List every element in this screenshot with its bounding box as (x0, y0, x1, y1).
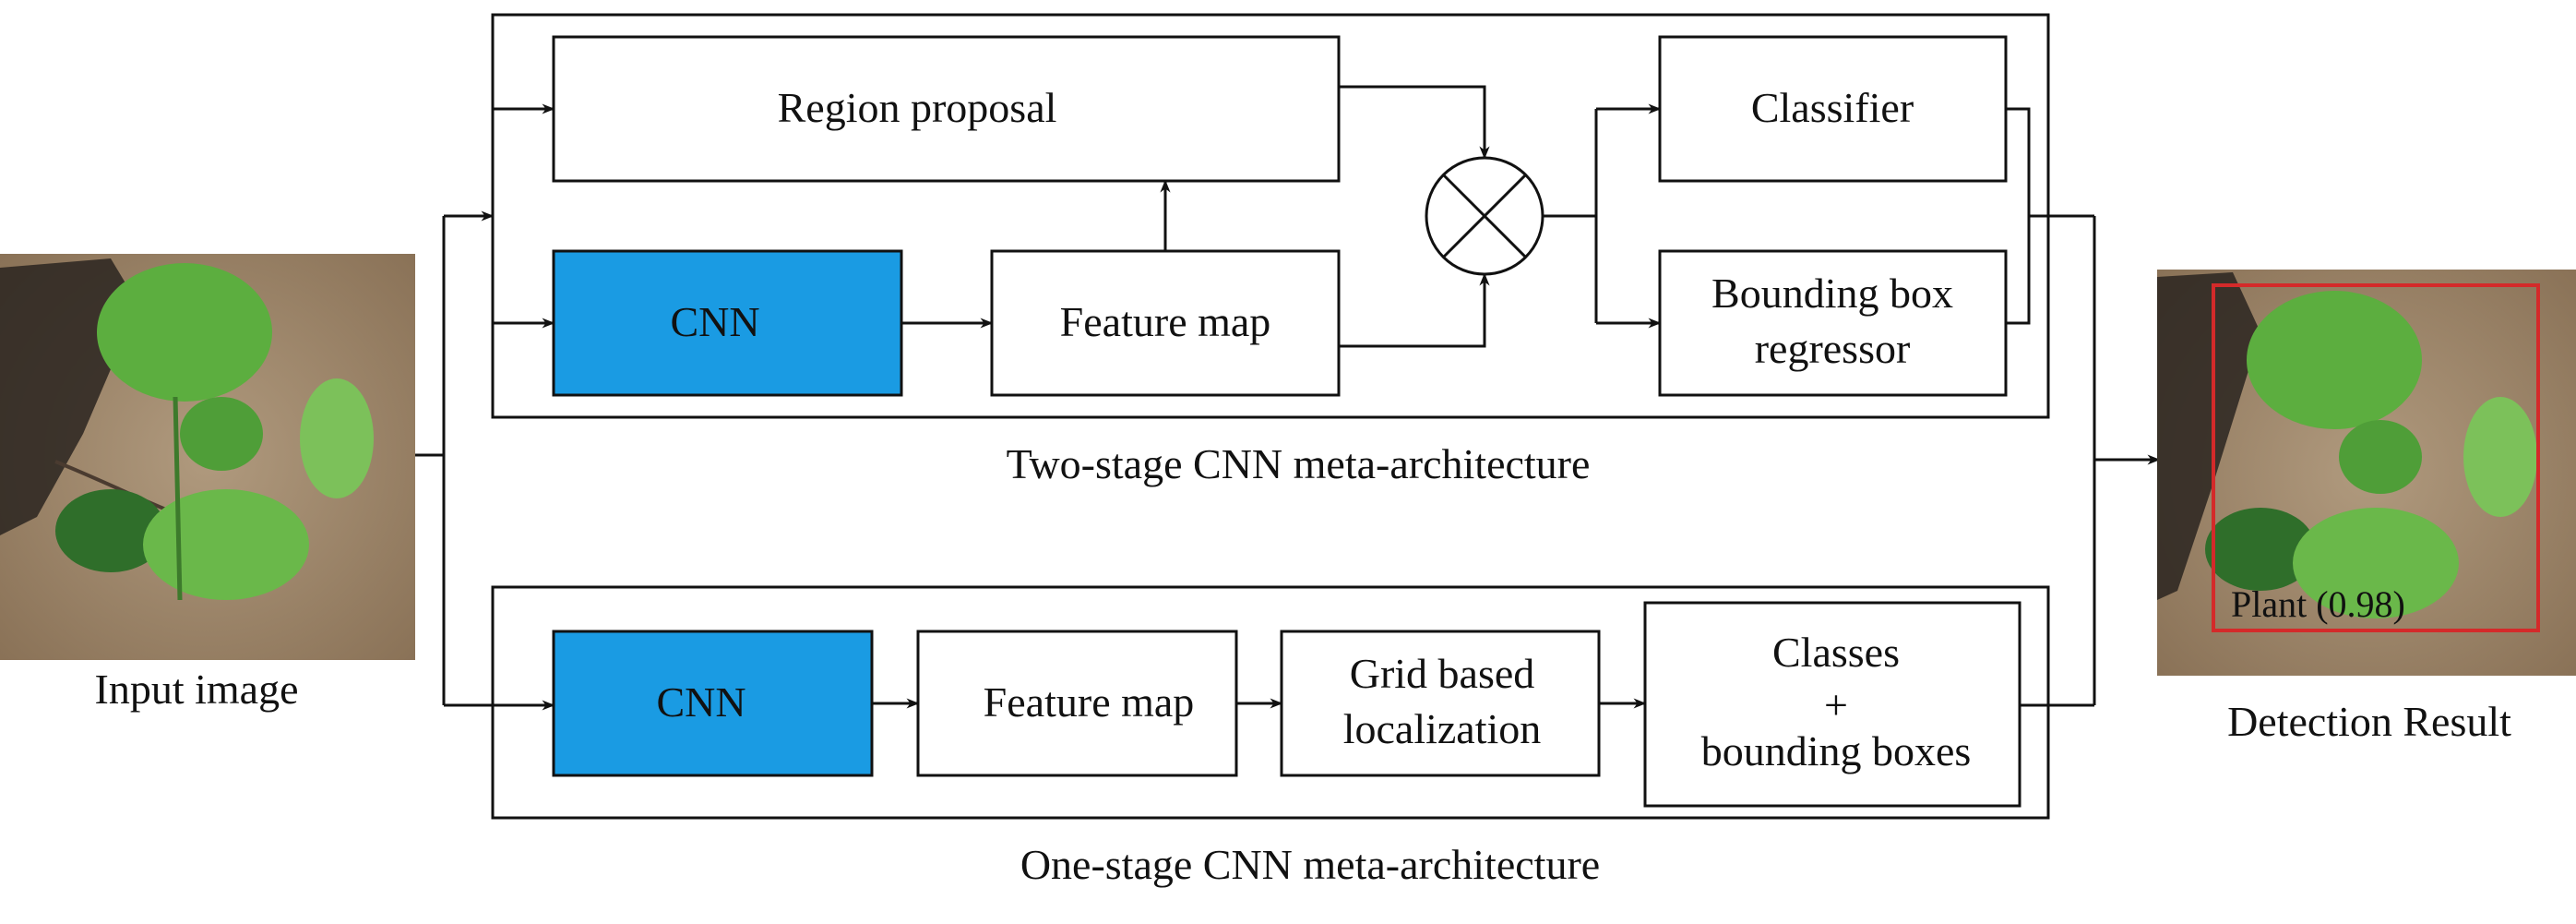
classes-bboxes-label-line2: + (1824, 681, 1848, 728)
bbox-regressor-box (1658, 249, 2008, 397)
two-stage-feature-map-box (990, 249, 1341, 397)
classes-bboxes-label-line1: Classes (1772, 629, 1900, 676)
connectors (415, 85, 2161, 711)
classifier-box (1658, 35, 2008, 183)
grid-localization-label-line1: Grid based (1350, 650, 1535, 697)
region-proposal-label: Region proposal (778, 84, 1057, 131)
two-stage-cnn-label: CNN (670, 298, 759, 345)
grid-localization-box (1280, 630, 1601, 777)
one-stage-cnn-box (552, 630, 874, 777)
detection-bounding-box (2212, 283, 2540, 632)
input-image-caption: Input image (95, 666, 299, 713)
one-stage-cnn-label: CNN (656, 678, 745, 726)
roi-combine-node (1425, 156, 1544, 276)
detection-label: Plant (0.98) (2231, 583, 2405, 625)
two-stage-caption: Two-stage CNN meta-architecture (1007, 440, 1591, 487)
grid-localization-label-line2: localization (1343, 705, 1542, 752)
classifier-label: Classifier (1751, 84, 1914, 131)
one-stage-feature-map-label: Feature map (984, 678, 1195, 726)
classes-bboxes-label-line3: bounding boxes (1701, 727, 1972, 774)
two-stage-feature-map-label: Feature map (1060, 298, 1271, 345)
input-plant-image (0, 254, 415, 660)
bbox-regressor-label-line1: Bounding box (1711, 270, 1953, 317)
one-stage-frame (491, 585, 2050, 820)
detection-result-image (2157, 270, 2576, 676)
detection-result-caption: Detection Result (2227, 698, 2511, 745)
one-stage-caption: One-stage CNN meta-architecture (1020, 841, 1600, 888)
one-stage-feature-map-box (916, 630, 1238, 777)
region-proposal-box (552, 35, 1341, 183)
bbox-regressor-label-line2: regressor (1755, 325, 1911, 372)
